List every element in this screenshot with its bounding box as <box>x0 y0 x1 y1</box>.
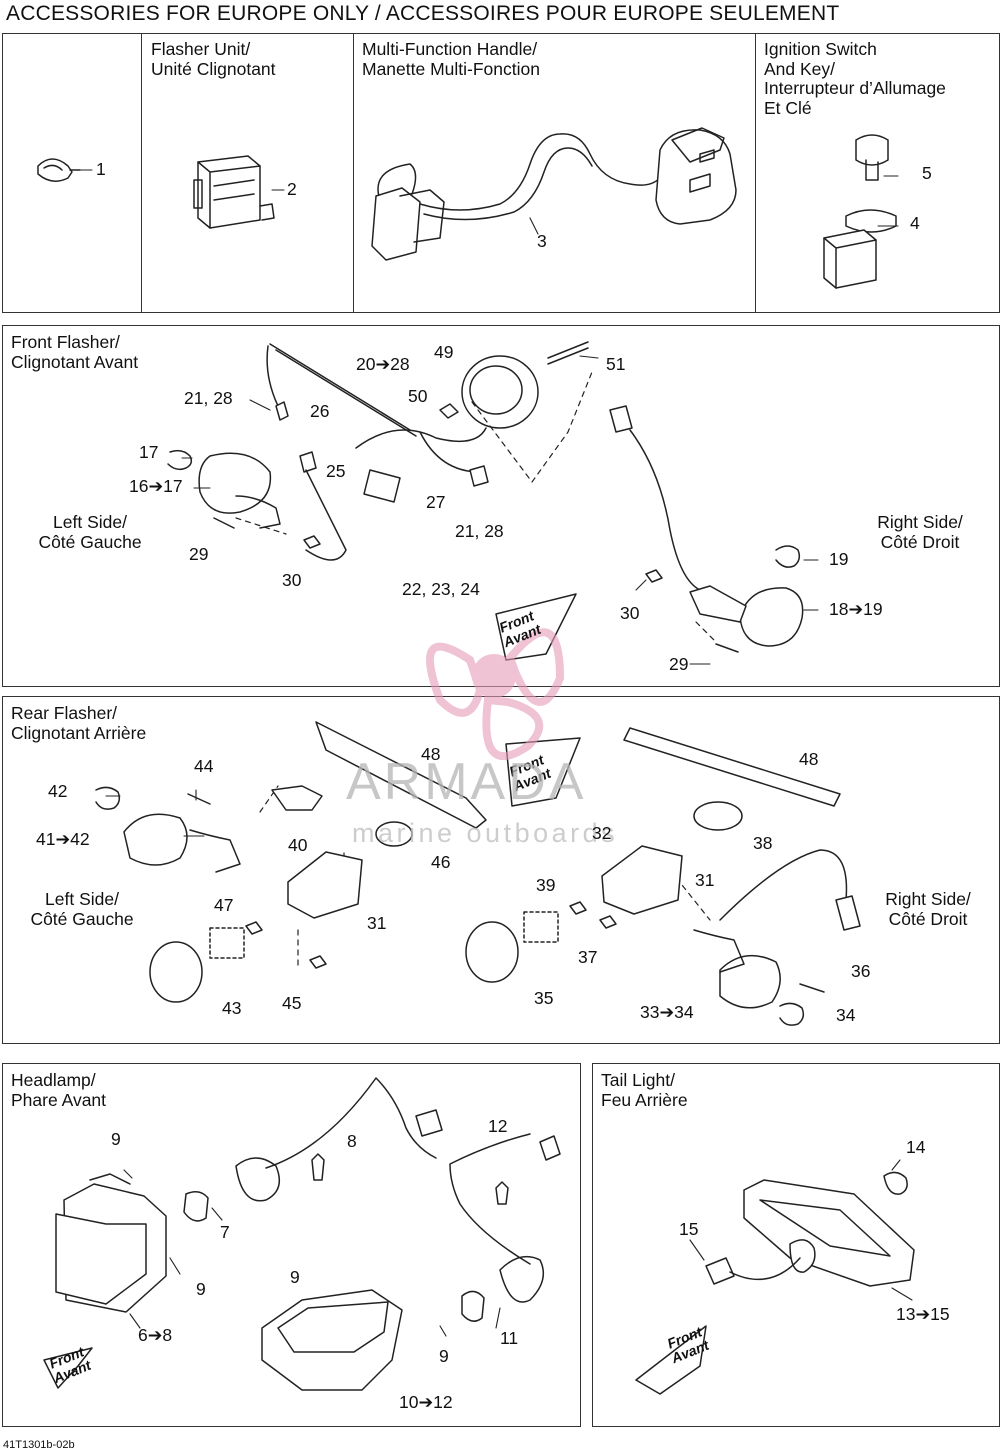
callout: 14 <box>906 1137 926 1157</box>
callout: 35 <box>534 988 554 1008</box>
callout: 16➔17 <box>129 476 183 496</box>
panel-headlamp <box>2 1063 581 1427</box>
ignition-part <box>823 134 897 289</box>
callout: 4 <box>910 213 920 233</box>
callout: 21, 28 <box>184 388 233 408</box>
divider <box>755 34 756 312</box>
flasher-unit-part <box>193 155 275 229</box>
callout: 25 <box>326 461 346 481</box>
callout: 1 <box>96 159 106 179</box>
rear-flasher-left <box>95 721 487 1003</box>
callout: 18➔19 <box>829 599 883 619</box>
callout: 44 <box>194 756 214 776</box>
callout: 49 <box>434 342 454 362</box>
callout: 29 <box>189 544 209 564</box>
panel-title-handle: Multi-Function Handle/ Manette Multi-Fon… <box>362 39 540 79</box>
callout: 47 <box>214 895 234 915</box>
callout: 3 <box>537 231 547 251</box>
headlamp-part <box>43 1077 561 1391</box>
divider <box>353 34 354 312</box>
callout: 2 <box>287 179 297 199</box>
callout: 9 <box>439 1346 449 1366</box>
panel-title-front-flasher: Front Flasher/ Clignotant Avant <box>11 332 139 372</box>
watermark-logo <box>426 628 565 761</box>
callout: 50 <box>408 386 428 406</box>
callout: 20➔28 <box>356 354 410 374</box>
callout: 43 <box>222 998 242 1018</box>
callout: 32 <box>592 823 612 843</box>
callout: 9 <box>111 1129 121 1149</box>
callout: 6➔8 <box>138 1325 173 1345</box>
callout: 36 <box>851 961 871 981</box>
side-label-right: Right Side/ Côté Droit <box>885 889 971 929</box>
clip-part <box>37 158 81 182</box>
callout: 9 <box>290 1267 300 1287</box>
panel-title-headlamp: Headlamp/ Phare Avant <box>11 1070 107 1110</box>
callout: 51 <box>606 354 626 374</box>
callout: 13➔15 <box>896 1304 950 1324</box>
tail-light-part <box>635 1171 915 1395</box>
handle-part <box>371 127 737 261</box>
callout: 48 <box>421 744 441 764</box>
callout: 42 <box>48 781 68 801</box>
callout: 30 <box>282 570 302 590</box>
panel-title-tail-light: Tail Light/ Feu Arrière <box>601 1070 688 1110</box>
side-label-left: Left Side/ Côté Gauche <box>38 512 142 552</box>
divider <box>141 34 142 312</box>
callout: 40 <box>288 835 308 855</box>
callout: 22, 23, 24 <box>402 579 480 599</box>
panel-title-ignition: Ignition Switch And Key/ Interrupteur d’… <box>764 39 946 118</box>
callout: 8 <box>347 1131 357 1151</box>
callout: 12 <box>488 1116 508 1136</box>
callout: 15 <box>679 1219 699 1239</box>
callout: 21, 28 <box>455 521 504 541</box>
side-label-right: Right Side/ Côté Droit <box>877 512 963 552</box>
front-flasher-harness <box>266 343 701 591</box>
callout: 11 <box>500 1328 519 1348</box>
watermark-brand: ARMADA <box>346 753 587 811</box>
rear-flasher-right <box>465 727 861 1026</box>
callout: 19 <box>829 549 849 569</box>
callout: 46 <box>431 852 451 872</box>
front-flasher-left-lamp <box>167 449 321 549</box>
panel-title-flasher-unit: Flasher Unit/ Unité Clignotant <box>151 39 276 79</box>
callout: 30 <box>620 603 640 623</box>
callout: 5 <box>922 163 932 183</box>
callout: 39 <box>536 875 556 895</box>
callout: 17 <box>139 442 159 462</box>
callout: 31 <box>695 870 715 890</box>
callout: 27 <box>426 492 446 512</box>
callout: 29 <box>669 654 689 674</box>
watermark-tagline: marine outboards <box>352 818 619 848</box>
callout: 26 <box>310 401 330 421</box>
side-label-left: Left Side/ Côté Gauche <box>30 889 134 929</box>
callout: 45 <box>282 993 302 1013</box>
callout: 38 <box>753 833 773 853</box>
front-flasher-mirror <box>439 341 589 429</box>
page-title: ACCESSORIES FOR EUROPE ONLY / ACCESSOIRE… <box>6 2 840 25</box>
callout: 34 <box>836 1005 856 1025</box>
rear-front-arrow <box>505 737 581 807</box>
callout: 9 <box>196 1279 206 1299</box>
callout: 10➔12 <box>399 1392 453 1412</box>
callout: 41➔42 <box>36 829 90 849</box>
callout: 7 <box>220 1222 230 1242</box>
callout: 48 <box>799 749 819 769</box>
drawing-code: 41T1301b-02b <box>3 1439 75 1451</box>
callout: 33➔34 <box>640 1002 694 1022</box>
front-flasher-right-lamp <box>645 545 804 653</box>
front-arrow <box>495 593 577 661</box>
panel-title-rear-flasher: Rear Flasher/ Clignotant Arrière <box>11 703 147 743</box>
callout: 31 <box>367 913 387 933</box>
callout: 37 <box>578 947 598 967</box>
